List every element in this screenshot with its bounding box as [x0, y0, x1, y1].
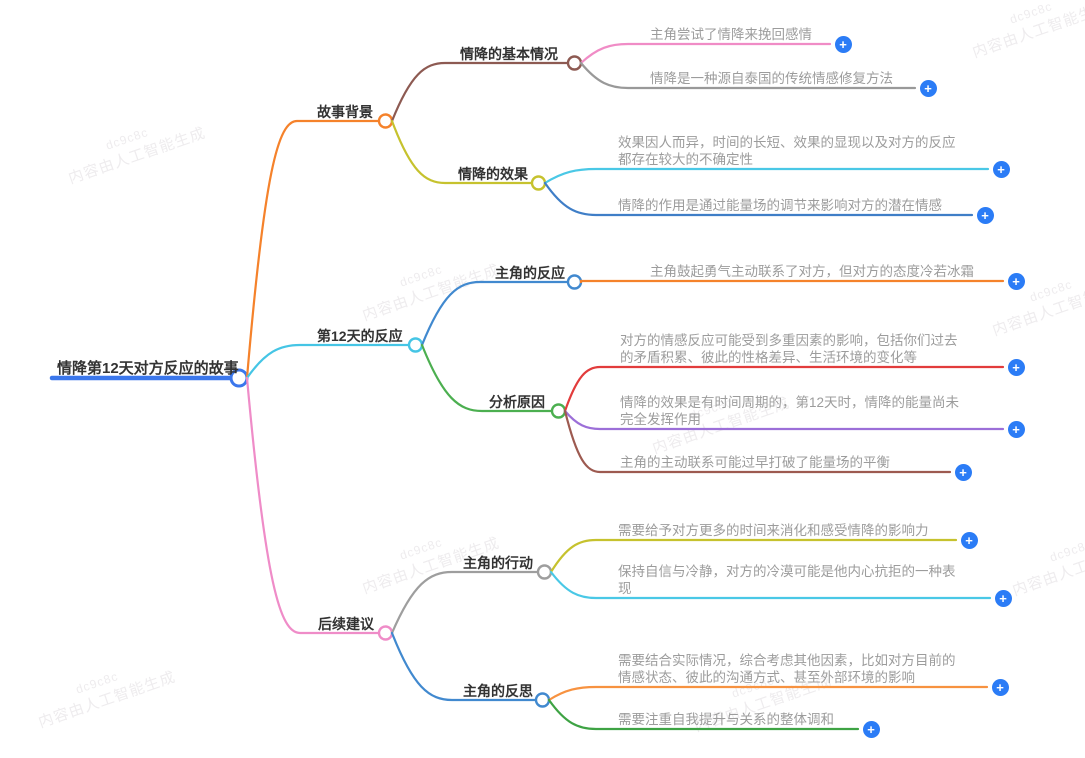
- expand-button[interactable]: +: [960, 531, 978, 549]
- connector-line: [390, 61, 569, 123]
- mindmap-node-label[interactable]: 保持自信与冷静，对方的冷漠可能是他内心抗拒的一种表 现: [618, 564, 956, 596]
- expand-button[interactable]: +: [991, 678, 1009, 696]
- connector-line: [563, 409, 1005, 431]
- mindmap-node-label[interactable]: 主角鼓起勇气主动联系了对方，但对方的态度冷若冰霜: [650, 264, 974, 279]
- connector-line: [420, 343, 553, 413]
- mindmap-node-label[interactable]: 后续建议: [318, 616, 374, 632]
- connector-line: [579, 61, 917, 90]
- connector-line: [549, 538, 958, 574]
- connector-line: [547, 685, 989, 702]
- connector-line: [245, 376, 380, 635]
- connector-line: [390, 119, 533, 185]
- expand-button[interactable]: +: [954, 463, 972, 481]
- connector-line: [390, 570, 539, 635]
- mindmap-node-label[interactable]: 情降的效果是有时间周期的，第12天时，情降的能量尚未 完全发挥作用: [620, 395, 960, 427]
- mindmap-node-label[interactable]: 需要结合实际情况，综合考虑其他因素，比如对方目前的 情感状态、彼此的沟通方式、甚…: [618, 653, 956, 685]
- mindmap-node-label[interactable]: 情降第12天对方反应的故事: [57, 360, 239, 377]
- expand-button[interactable]: +: [994, 589, 1012, 607]
- mindmap-node-label[interactable]: 主角的主动联系可能过早打破了能量场的平衡: [620, 455, 890, 470]
- connector-line: [579, 279, 1005, 284]
- mindmap-node-label[interactable]: 情降的作用是通过能量场的调节来影响对方的潜在情感: [618, 198, 942, 213]
- connector-line: [245, 343, 410, 380]
- expand-button[interactable]: +: [976, 206, 994, 224]
- mindmap-node-label[interactable]: 需要给予对方更多的时间来消化和感受情降的影响力: [618, 523, 929, 538]
- connector-line: [420, 280, 569, 347]
- mindmap-node-label[interactable]: 分析原因: [489, 394, 545, 410]
- connector-line: [563, 365, 1005, 413]
- connector-line: [543, 181, 974, 217]
- mindmap-node-label[interactable]: 对方的情感反应可能受到多重因素的影响，包括你们过去 的矛盾积累、彼此的性格差异、…: [620, 333, 958, 365]
- mindmap-node-label[interactable]: 第12天的反应: [317, 328, 403, 344]
- expand-button[interactable]: +: [1007, 420, 1025, 438]
- mindmap-node-label[interactable]: 效果因人而异，时间的长短、效果的显现以及对方的反应 都存在较大的不确定性: [618, 135, 956, 167]
- mindmap-node-label[interactable]: 主角的行动: [463, 555, 533, 571]
- expand-button[interactable]: +: [862, 720, 880, 738]
- connector-line: [543, 167, 990, 185]
- connector-line: [245, 119, 380, 380]
- mindmap-node-label[interactable]: 情降是一种源自泰国的传统情感修复方法: [650, 71, 893, 86]
- mindmap-node-label[interactable]: 主角的反思: [463, 683, 533, 699]
- mindmap-node-label[interactable]: 主角的反应: [495, 265, 565, 281]
- mindmap-node-label[interactable]: 主角尝试了情降来挽回感情: [650, 27, 812, 42]
- expand-button[interactable]: +: [1007, 272, 1025, 290]
- mindmap-node-label[interactable]: 故事背景: [317, 104, 373, 120]
- connector-line: [547, 698, 860, 731]
- expand-button[interactable]: +: [919, 79, 937, 97]
- connector-line: [563, 409, 952, 474]
- expand-button[interactable]: +: [834, 35, 852, 53]
- connector-line: [549, 570, 992, 600]
- connector-line: [390, 631, 537, 702]
- mindmap-node-label[interactable]: 需要注重自我提升与关系的整体调和: [618, 712, 834, 727]
- mindmap-node-label[interactable]: 情降的基本情况: [460, 46, 558, 62]
- connector-line: [579, 42, 832, 65]
- expand-button[interactable]: +: [1007, 358, 1025, 376]
- expand-button[interactable]: +: [992, 160, 1010, 178]
- mindmap-node-label[interactable]: 情降的效果: [458, 166, 528, 182]
